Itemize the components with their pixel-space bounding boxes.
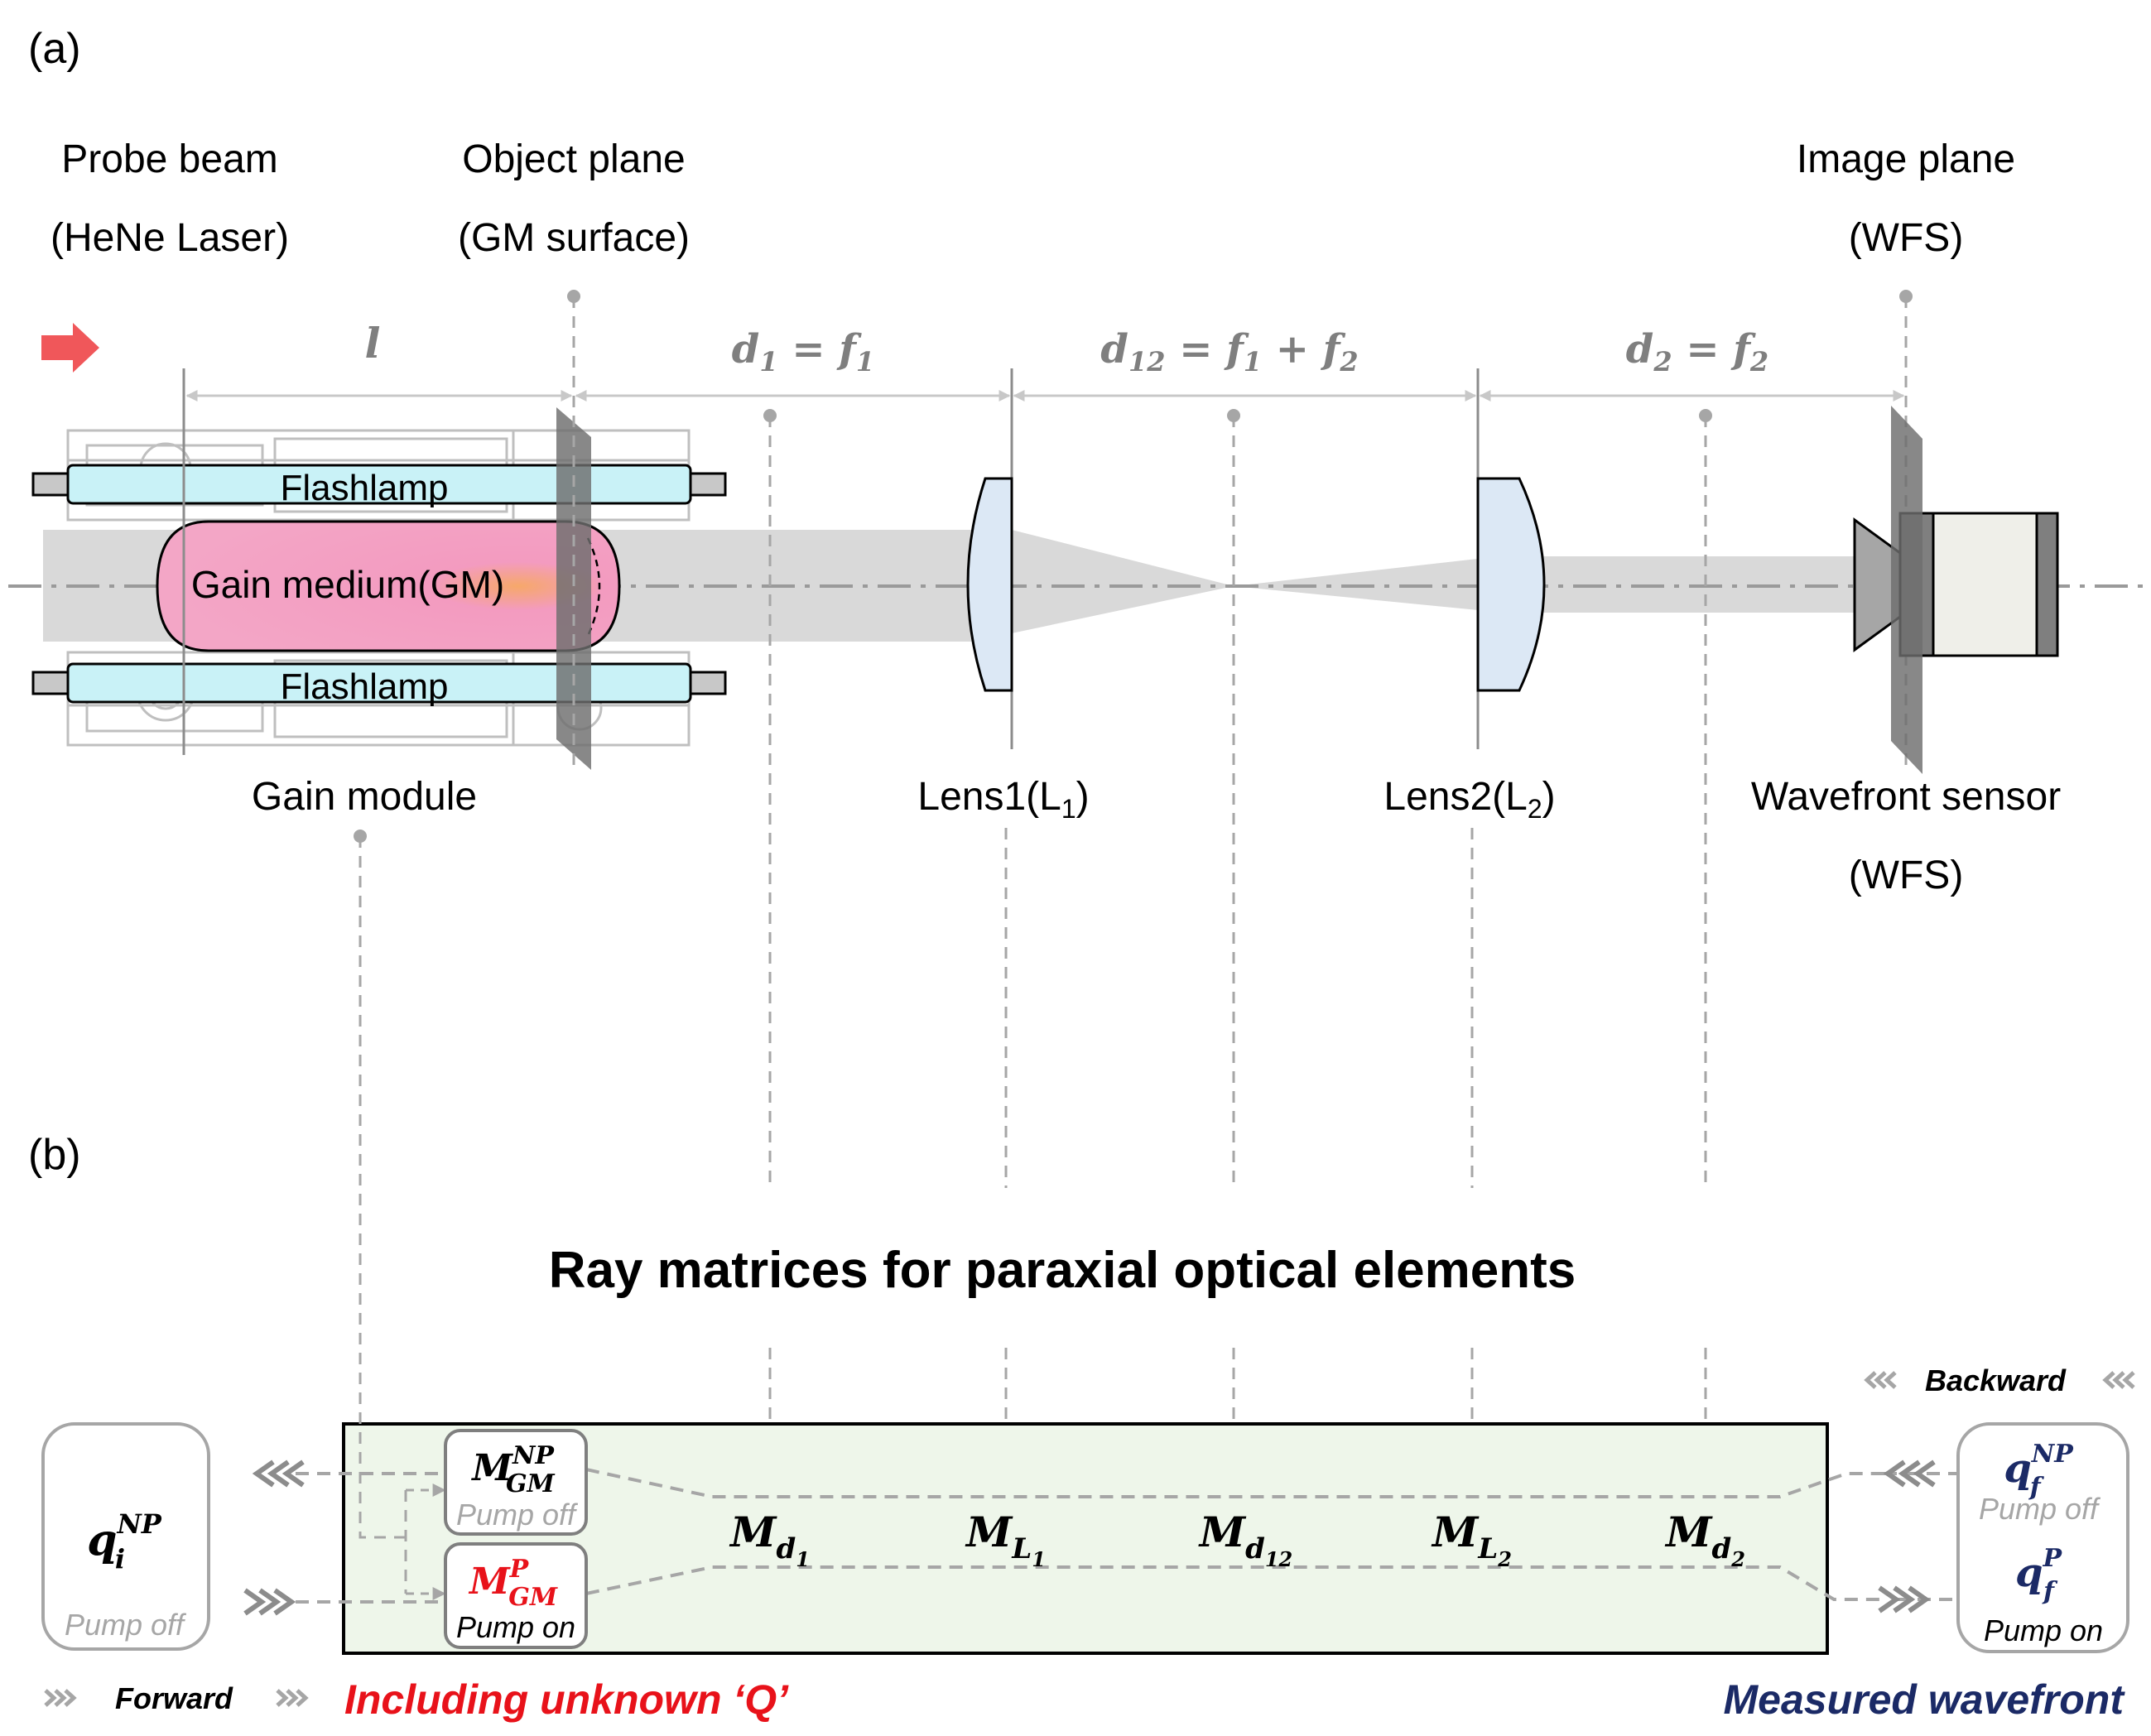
measured-wavefront-label: Measured wavefront (1724, 1676, 2126, 1723)
d2-equals-f2-label: d2 = f2 (1626, 326, 1768, 377)
q-f-box (1956, 1422, 2129, 1653)
flashlamp-top-end-right (689, 472, 727, 497)
probe-beam-sublabel: (HeNe Laser) (51, 216, 289, 260)
wavefront-sensor (1853, 512, 2059, 657)
matrix-m-d12: Md12 (1198, 1508, 1293, 1571)
flashlamp-top (66, 464, 692, 505)
probe-beam-arrow-icon (41, 323, 99, 373)
forward-chevrons-right-icon (1878, 1585, 1931, 1613)
q-i-status: Pump off (65, 1608, 187, 1642)
title-background (464, 1209, 1689, 1308)
gain-medium-label: Gain medium(GM) (191, 563, 504, 606)
gain-module-projection-line (354, 830, 406, 1539)
q-i-box (41, 1422, 210, 1651)
backward-chevrons-left-icon (252, 1459, 305, 1488)
backward-path (585, 1468, 1884, 1498)
backward-label: Backward (1925, 1363, 2067, 1397)
flashlamp-top-end-left (31, 472, 70, 497)
lens2 (1476, 477, 1546, 692)
wfs-label: Wavefront sensor (1751, 775, 2061, 819)
m-gm-np-box (444, 1429, 588, 1536)
image-plane-sublabel: (WFS) (1849, 216, 1964, 260)
including-unknown-q-label: Including unknown ‘Q’ (344, 1676, 789, 1723)
forward-label: Forward (115, 1681, 233, 1715)
wfs-sublabel: (WFS) (1849, 854, 1964, 897)
flashlamp-bottom-end-left (31, 671, 70, 695)
flashlamp-top-label: Flashlamp (281, 468, 449, 508)
backward-chevrons-icon (1864, 1371, 2135, 1389)
gain-medium-surface (586, 537, 601, 637)
matrix-m-l2: ML2 (1431, 1508, 1512, 1571)
panel-a-label: (a) (28, 25, 81, 73)
image-plane-label: Image plane (1797, 137, 2015, 181)
object-plane-sublabel: (GM surface) (458, 216, 690, 260)
q-f-np-status: Pump off (1979, 1492, 2101, 1526)
length-l-label: l (365, 319, 381, 368)
lens1 (966, 477, 1013, 692)
panel-b-title: Ray matrices for paraxial optical elemen… (549, 1242, 1576, 1299)
matrix-m-l1: ML1 (965, 1508, 1046, 1571)
flashlamp-bottom-end-right (689, 671, 727, 695)
forward-chevrons-left-icon (243, 1588, 296, 1616)
image-plane-slab (1891, 406, 1922, 774)
object-plane-slab (556, 407, 591, 770)
object-plane-label: Object plane (462, 137, 686, 181)
lens1-label: Lens1(L1) (917, 775, 1089, 824)
matrix-m-d1: Md1 (729, 1508, 810, 1571)
backward-chevrons-right-icon (1883, 1459, 1936, 1488)
converging-beam (1012, 530, 1234, 633)
d12-equals-f1-plus-f2-label: d12 = f1 + f2 (1100, 326, 1358, 377)
m-gm-p-status: Pump on (456, 1610, 575, 1644)
forward-chevrons-icon (44, 1689, 309, 1707)
flashlamp-bottom-label: Flashlamp (281, 666, 449, 707)
matrix-m-d2: Md2 (1664, 1508, 1745, 1571)
m-gm-np-status: Pump off (456, 1498, 579, 1532)
m-gm-p-box (444, 1542, 588, 1649)
q-f-p-status: Pump on (1984, 1613, 2103, 1647)
forward-path (585, 1565, 1884, 1601)
gain-module-label: Gain module (252, 775, 477, 819)
ray-matrix-box (342, 1422, 1829, 1655)
flashlamp-bottom (66, 662, 692, 704)
d1-equals-f1-label: d1 = f1 (732, 326, 874, 377)
lens2-label: Lens2(L2) (1383, 775, 1555, 824)
panel-b-label: (b) (28, 1131, 81, 1179)
probe-beam-label: Probe beam (61, 137, 278, 181)
